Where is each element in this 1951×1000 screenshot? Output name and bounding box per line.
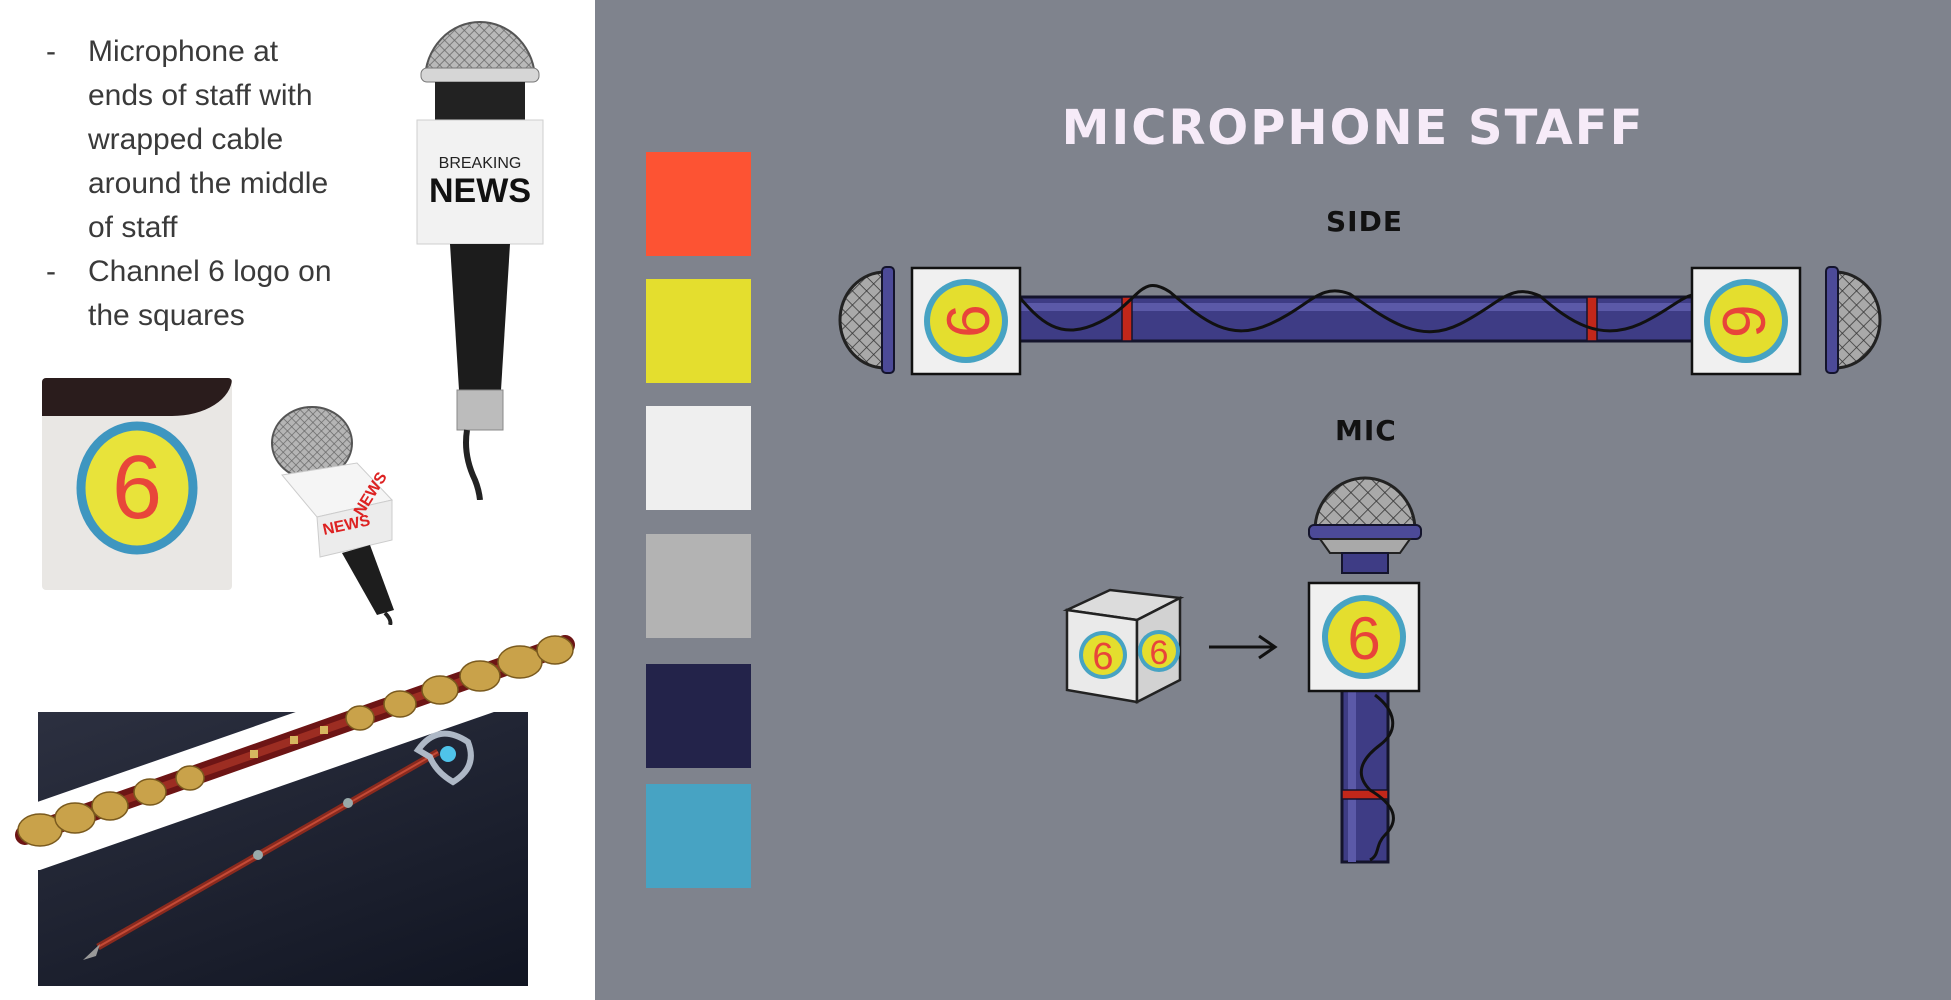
swatch-light-gray	[646, 534, 751, 638]
swatch-navy	[646, 664, 751, 768]
mic-flag-text-bottom: NEWS	[429, 172, 531, 210]
sticker-logo-number: 6	[112, 438, 162, 538]
mic-view-label: MIC	[1335, 414, 1397, 447]
design-notes: Microphone at ends of staff with wrapped…	[42, 30, 342, 338]
mic-detail-view: 6	[1307, 476, 1422, 864]
sheet-title: MICROPHONE STAFF	[1061, 100, 1645, 156]
swatch-orange	[646, 152, 751, 256]
swatch-teal	[646, 784, 751, 888]
side-right-logo-number: 6	[1710, 304, 1777, 337]
concept-sheet: MICROPHONE STAFF SIDE MIC 6	[595, 0, 1951, 1000]
arrow-right-icon	[1209, 634, 1278, 660]
reference-panel: Microphone at ends of staff with wrapped…	[0, 0, 595, 1000]
news-handheld-mic-image: NEWS NEWS	[271, 406, 394, 625]
side-left-logo-number: 6	[935, 304, 1002, 337]
note-item: Microphone at ends of staff with wrapped…	[42, 30, 342, 250]
cube-front-logo-number: 6	[1092, 636, 1113, 678]
breaking-news-mic-image: BREAKING NEWS	[416, 21, 544, 500]
staff-side-view: 6 6	[838, 266, 1882, 376]
channel-6-sticker-photo: 6	[42, 378, 232, 590]
golden-staff-reference-image	[0, 620, 595, 870]
note-item: Channel 6 logo on the squares	[42, 250, 342, 338]
swatch-yellow	[646, 279, 751, 383]
cube-side-logo-number: 6	[1150, 634, 1169, 672]
swatch-white	[646, 406, 751, 510]
mic-logo-number: 6	[1347, 605, 1380, 672]
mic-flag-text-top: BREAKING	[439, 155, 522, 172]
side-view-label: SIDE	[1326, 205, 1403, 238]
logo-cube-sketch: 6 6	[1062, 588, 1185, 705]
